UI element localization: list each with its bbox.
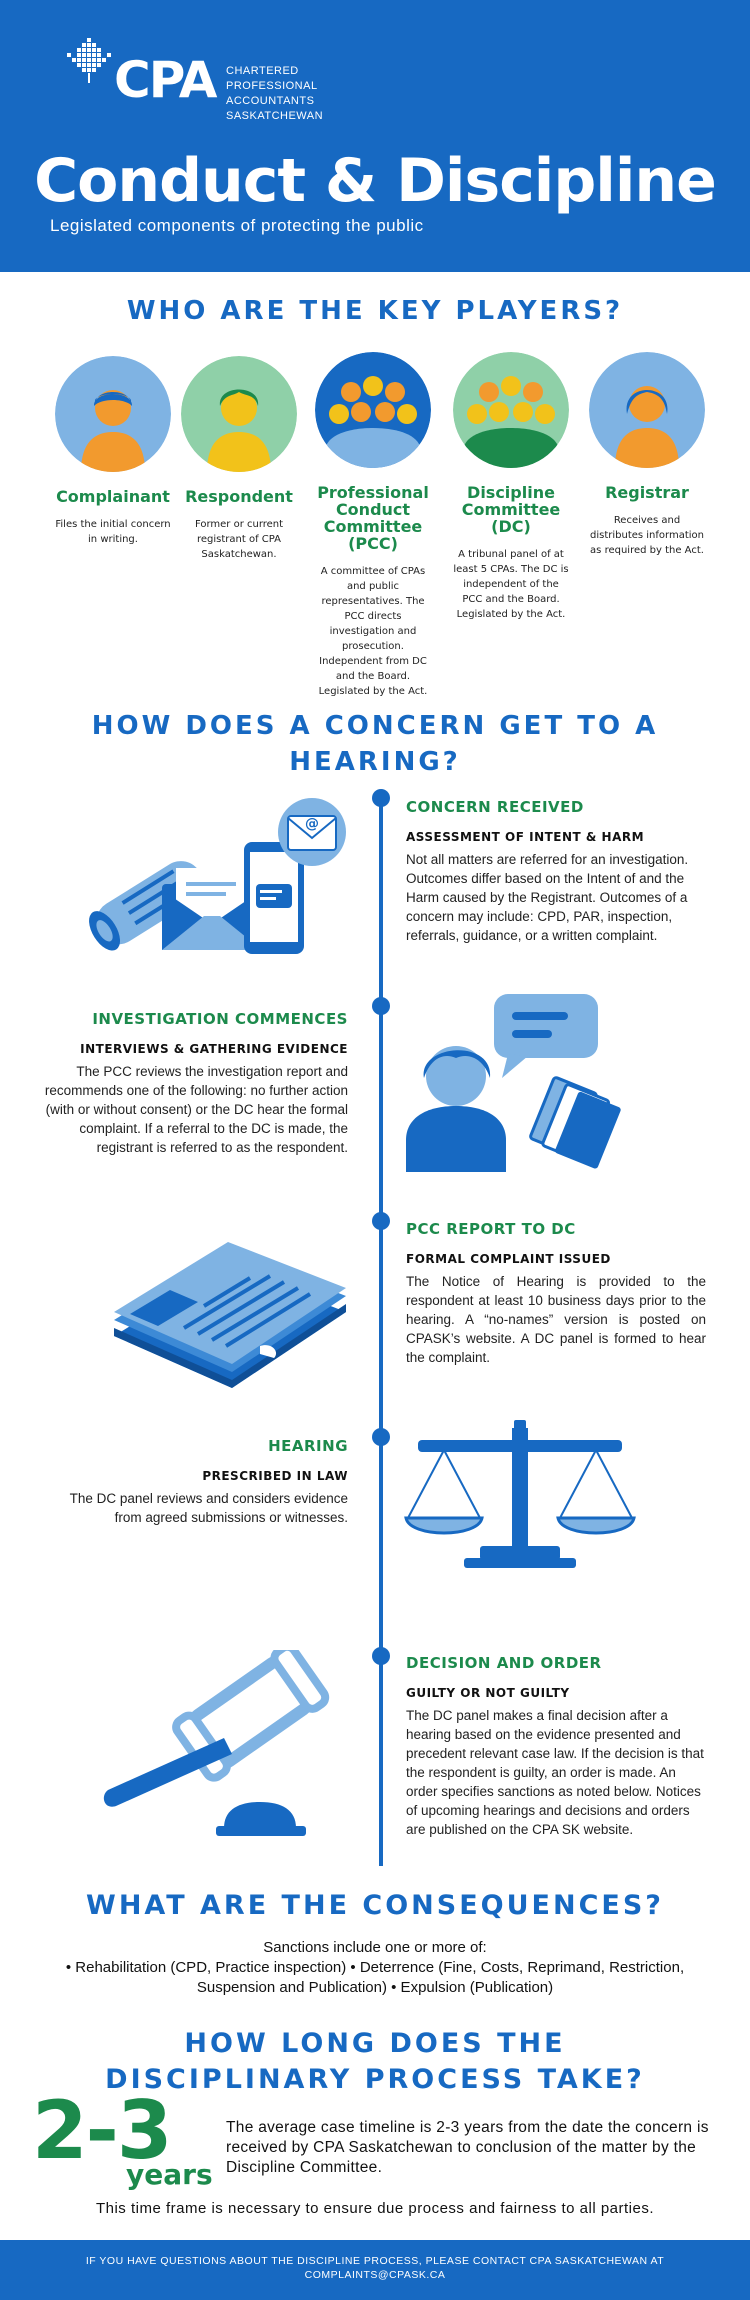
footer-contact-text[interactable]: IF YOU HAVE QUESTIONS ABOUT THE DISCIPLI… [85,2255,665,2281]
player-description: A committee of CPAs and public represent… [318,566,428,697]
player-dc: Discipline Committee (DC) A tribunal pan… [446,352,576,622]
logo-line: ACCOUNTANTS [226,95,315,107]
step-body: The Notice of Hearing is provided to the… [406,1274,706,1365]
step-body: The DC panel reviews and considers evide… [69,1491,348,1525]
player-description: A tribunal panel of at least 5 CPAs. The… [453,549,569,620]
consequences-line: • Rehabilitation (CPD, Practice inspecti… [65,1959,685,1976]
pcc-avatar [315,352,431,468]
timeline-dot [372,1647,390,1665]
player-name: Registrar [605,483,689,502]
page-subtitle: Legislated components of protecting the … [50,216,424,235]
logo-tagline: CHARTERED PROFESSIONAL ACCOUNTANTS SASKA… [226,64,323,124]
timeline-dot [372,789,390,807]
player-registrar: Registrar Receives and distributes infor… [582,352,712,558]
cpa-logo[interactable]: CPA CHARTERED PROFESSIONAL ACCOUNTANTS S… [64,36,334,126]
step-concern-received: CONCERN RECEIVED ASSESSMENT OF INTENT & … [406,798,706,945]
process-heading: HOW DOES A CONCERN GET TO A HEARING? [91,711,659,777]
logo-wordmark: CPA [114,51,217,109]
consequences-text: Sanctions include one or more of: • Reha… [0,1938,750,1998]
step-pcc-report: PCC REPORT TO DC FORMAL COMPLAINT ISSUED… [406,1220,706,1367]
player-name: Discipline Committee (DC) [461,483,561,536]
interview-icon [406,994,621,1172]
logo-line: SASKATCHEWAN [226,110,324,122]
player-name: Respondent [185,487,293,506]
respondent-avatar [181,356,297,472]
step-subtitle: GUILTY OR NOT GUILTY [406,1686,570,1700]
consequences-heading: WHAT ARE THE CONSEQUENCES? [86,1890,664,1921]
timeline-dot [372,1428,390,1446]
logo-line: PROFESSIONAL [226,80,318,92]
step-subtitle: PRESCRIBED IN LAW [202,1469,348,1483]
key-players-heading: WHO ARE THE KEY PLAYERS? [126,296,624,326]
due-process-note: This time frame is necessary to ensure d… [95,2200,655,2217]
step-body: Not all matters are referred for an inve… [406,852,689,943]
group-icon [315,352,431,468]
timeline-dot [372,1212,390,1230]
duration-unit: years [126,2158,213,2191]
scales-of-justice-icon [404,1420,636,1568]
step-body: The PCC reviews the investigation report… [44,1064,348,1155]
player-respondent: Respondent Former or current registrant … [174,356,304,562]
document-stack-icon [114,1242,346,1388]
footer-banner: IF YOU HAVE QUESTIONS ABOUT THE DISCIPLI… [0,2240,750,2300]
duration-description: The average case timeline is 2-3 years f… [226,2119,709,2176]
player-name: Professional Conduct Committee (PCC) [317,483,429,553]
player-complainant: Complainant Files the initial concern in… [48,356,178,547]
duration-heading: HOW LONG DOES THE DISCIPLINARY PROCESS T… [105,2028,645,2095]
step-subtitle: ASSESSMENT OF INTENT & HARM [406,830,645,844]
dc-avatar [453,352,569,468]
step-title: PCC REPORT TO DC [406,1220,576,1238]
svg-text:@: @ [305,816,319,832]
step-title: INVESTIGATION COMMENCES [92,1010,348,1028]
player-description: Receives and distributes information as … [589,515,704,556]
step-title: CONCERN RECEIVED [406,798,584,816]
maple-leaf-icon [67,38,111,83]
step-decision: DECISION AND ORDER GUILTY OR NOT GUILTY … [406,1654,706,1839]
step-subtitle: FORMAL COMPLAINT ISSUED [406,1252,611,1266]
registrar-avatar [589,352,705,468]
timeline-line [379,798,383,1866]
player-description: Files the initial concern in writing. [55,519,171,545]
player-pcc: Professional Conduct Committee (PCC) A c… [308,352,438,699]
step-investigation: INVESTIGATION COMMENCES INTERVIEWS & GAT… [40,1010,348,1157]
group-icon [453,352,569,468]
timeline-dot [372,997,390,1015]
step-subtitle: INTERVIEWS & GATHERING EVIDENCE [80,1042,348,1056]
person-icon [181,356,297,472]
consequences-line: Suspension and Publication) • Expulsion … [196,1979,554,1996]
complainant-avatar [55,356,171,472]
player-name: Complainant [56,487,170,506]
duration-number: 2-3 [32,2084,173,2177]
person-icon [55,356,171,472]
gavel-icon [103,1650,330,1836]
step-hearing: HEARING PRESCRIBED IN LAW The DC panel r… [40,1437,348,1527]
mail-phone-icon: @ [89,798,346,954]
logo-line: CHARTERED [226,65,299,77]
player-description: Former or current registrant of CPA Sask… [194,519,284,560]
step-title: DECISION AND ORDER [406,1654,602,1672]
consequences-line: Sanctions include one or more of: [263,1939,487,1956]
person-icon [589,352,705,468]
header-banner: CPA CHARTERED PROFESSIONAL ACCOUNTANTS S… [0,0,750,272]
step-title: HEARING [268,1437,348,1455]
page-title: Conduct & Discipline [34,146,717,216]
step-body: The DC panel makes a final decision afte… [406,1708,704,1837]
